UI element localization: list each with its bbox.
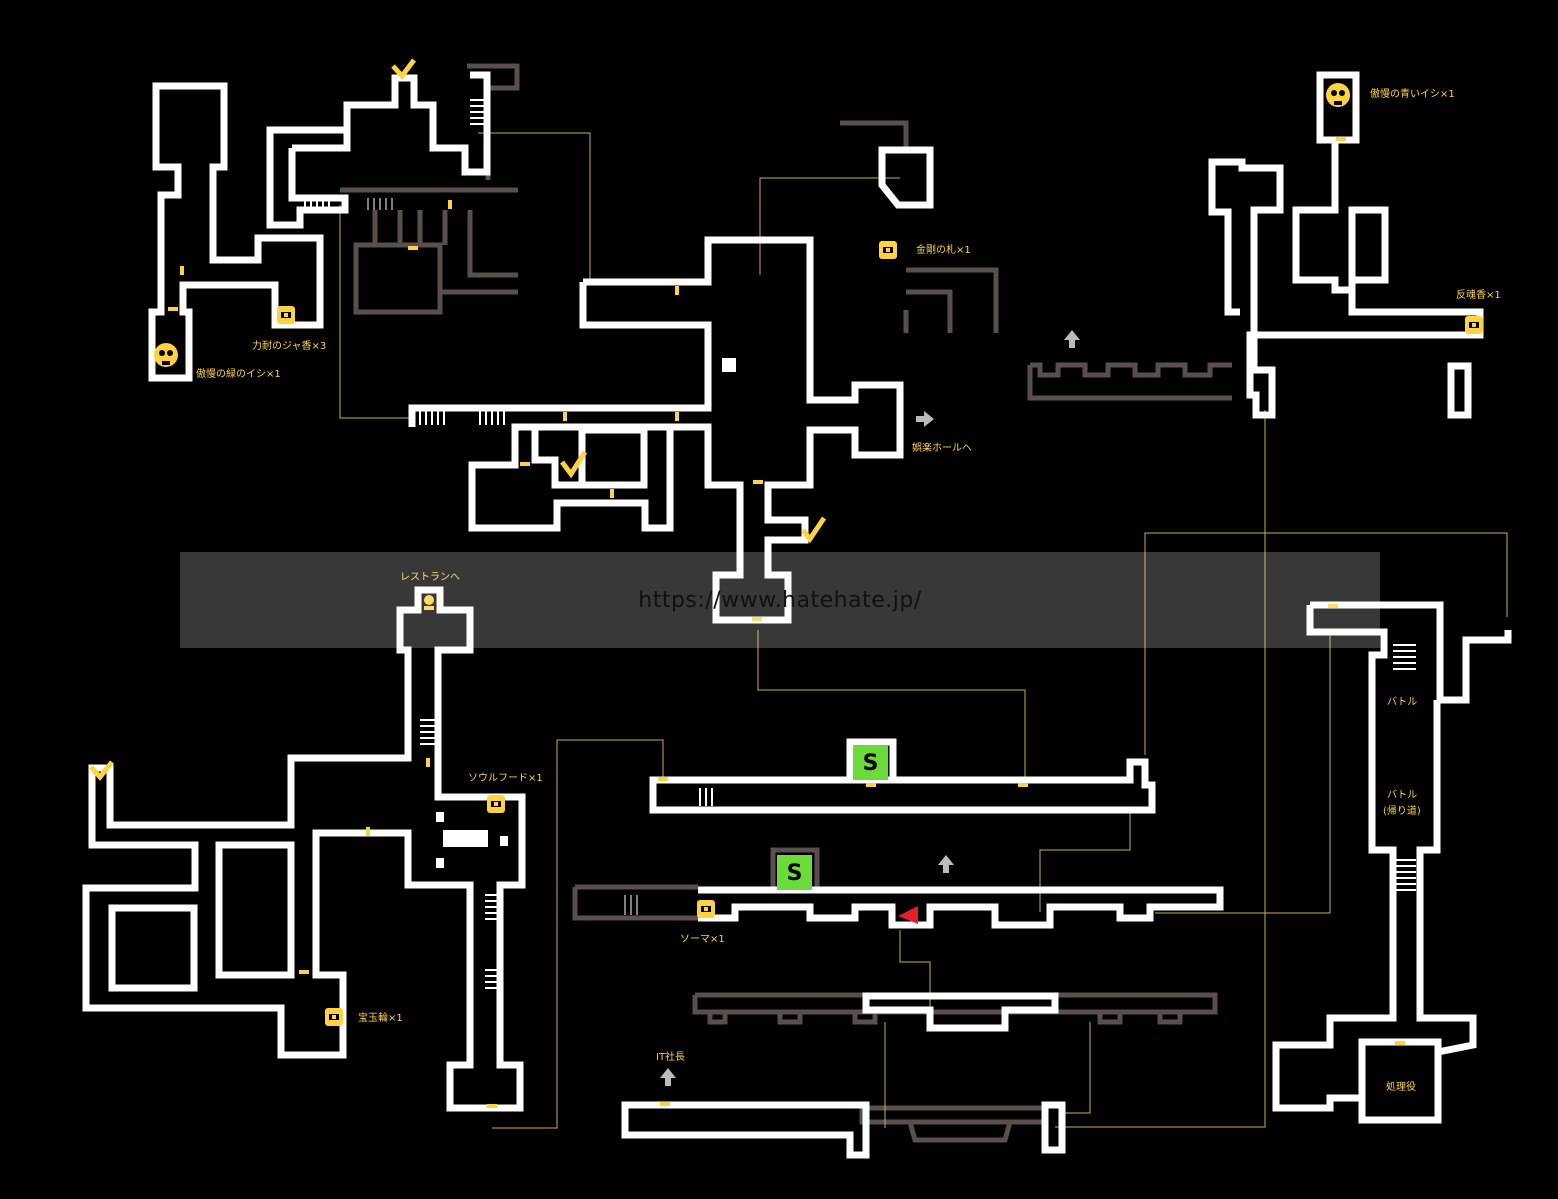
player-marker-icon — [898, 906, 918, 924]
skull-icon[interactable] — [154, 343, 178, 367]
stairs — [304, 99, 1416, 989]
up-arrow-icon — [660, 1068, 676, 1086]
treasure-chest-icon[interactable] — [697, 900, 715, 918]
item-label-pride-green-stone: 傲慢の緑のイシ×1 — [196, 369, 281, 380]
skull-icon[interactable] — [1326, 83, 1350, 107]
checkmark-icon — [89, 58, 827, 781]
treasure-chest-icon[interactable] — [1465, 316, 1483, 334]
item-label-jewel-ring: 宝玉輪×1 — [358, 1013, 403, 1024]
up-arrow-icon — [1064, 330, 1080, 348]
doors — [168, 137, 1405, 1108]
destination-label-it-president: IT社長 — [656, 1052, 686, 1063]
destination-label-entertainment-hall: 娯楽ホールへ — [912, 443, 972, 454]
event-label-executioner: 処理役 — [1386, 1082, 1416, 1093]
save-point-icon[interactable]: S — [777, 855, 812, 890]
treasure-chest-icon[interactable] — [325, 1008, 343, 1026]
item-label-pride-blue-stone: 傲慢の青いイシ×1 — [1370, 89, 1455, 100]
event-label-return-path: (帰り道) — [1383, 806, 1421, 817]
item-label-revive-incense: 反魂香×1 — [1456, 290, 1501, 301]
obstacles — [436, 358, 736, 868]
treasure-chest-icon[interactable] — [487, 795, 505, 813]
unexplored-area — [340, 63, 1232, 1143]
restaurant-door-icon — [424, 595, 434, 605]
up-arrow-icon — [938, 855, 954, 873]
watermark-banner: https://www.hatehate.jp/ — [180, 552, 1380, 648]
svg-text:S: S — [863, 751, 879, 776]
right-arrow-icon — [916, 411, 934, 427]
save-point-icon[interactable]: S — [853, 745, 888, 780]
destination-label-restaurant: レストランへ — [400, 572, 460, 583]
item-label-soma: ソーマ×1 — [680, 934, 725, 945]
svg-text:S: S — [787, 861, 803, 886]
treasure-chest-icon[interactable] — [277, 306, 295, 324]
event-label-battle: バトル — [1387, 697, 1418, 708]
watermark-url: https://www.hatehate.jp/ — [638, 587, 922, 613]
item-label-soul-food: ソウルフード×1 — [468, 773, 543, 784]
treasure-chest-icon[interactable] — [879, 241, 897, 259]
item-label-strength-incense: 力耐のジャ香×3 — [252, 341, 327, 352]
item-label-diamond-card: 金剛の札×1 — [916, 245, 971, 256]
event-label-battle-return: バトル — [1387, 790, 1418, 801]
